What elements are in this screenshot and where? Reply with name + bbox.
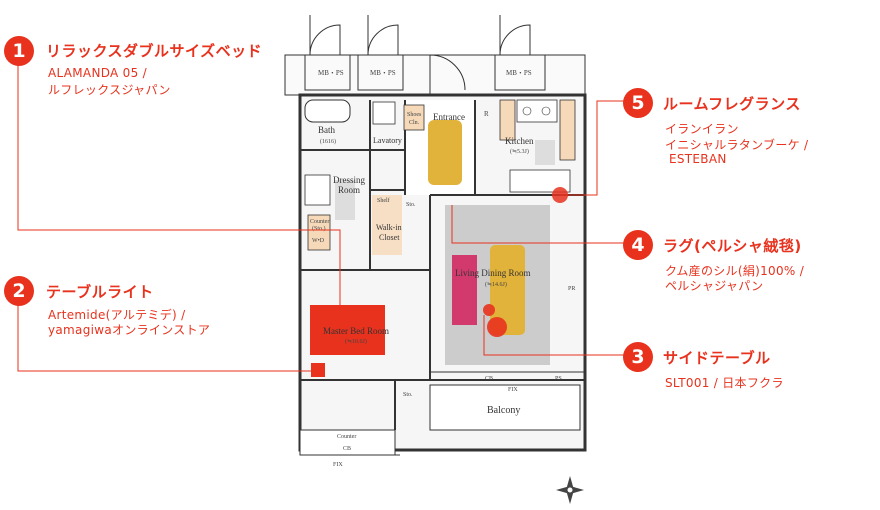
kitchen-counter-left <box>499 99 516 141</box>
cb-label-1: CB <box>485 376 493 382</box>
washer-counter <box>307 214 331 251</box>
callout-4-line-1: クム産のシル(絹)100% / <box>665 264 805 278</box>
callout-3-line-1: SLT001 / 日本フクラ <box>665 376 784 390</box>
lower-counter <box>299 429 396 456</box>
mbr-label: Master Bed Room <box>323 326 389 336</box>
callout-1-line-2: ルフレックスジャパン <box>48 83 171 97</box>
mbr-size: (≒10.6J) <box>345 338 367 345</box>
mbps-area <box>284 15 586 96</box>
fix-label-2: FIX <box>333 462 343 468</box>
mbps-label-2: MB・PS <box>370 69 396 77</box>
closet-label: Closet <box>379 233 400 242</box>
lavatory-label: Lavatory <box>373 136 402 145</box>
callout-5-number: 5 <box>623 88 653 118</box>
kitchen-label: Kitchen <box>505 136 534 146</box>
shoes-label: Shoes <box>407 112 422 118</box>
sto-label-1: Sto. <box>406 202 416 208</box>
callout-3-number: 3 <box>623 342 653 372</box>
dressing-label: Dressing <box>333 175 365 185</box>
table-light-marker <box>311 363 325 377</box>
bath-label: Bath <box>318 125 335 135</box>
r-label: R <box>484 110 489 118</box>
washstand <box>304 174 331 206</box>
balcony-area <box>429 384 581 431</box>
callout-4-number: 4 <box>623 230 653 260</box>
entrance-furniture <box>428 120 462 185</box>
wd-label: W•D <box>312 238 325 244</box>
walkin-closet-floor <box>372 195 402 255</box>
callout-5-line-3: ESTEBAN <box>669 152 727 166</box>
callout-5-line-1: イランイラン <box>665 122 739 136</box>
shelf-label: Shelf <box>377 197 390 204</box>
compass-rose-icon <box>556 476 584 504</box>
sink <box>372 101 396 125</box>
dining-table <box>490 245 525 335</box>
callout-1-title: リラックスダブルサイズベッド <box>46 42 263 60</box>
entrance-label: Entrance <box>433 112 465 122</box>
callout-3-title: サイドテーブル <box>663 349 771 367</box>
callout-2-line-2: yamagiwaオンラインストア <box>48 323 211 337</box>
sofa <box>452 255 477 325</box>
mbps-label-3: MB・PS <box>506 69 532 77</box>
burner-icon <box>541 106 551 116</box>
callout-2-line-1: Artemide(アルテミデ) / <box>48 308 186 322</box>
kitchen-stove <box>516 99 558 123</box>
callout-2-number: 2 <box>4 276 34 306</box>
callout-2-title: テーブルライト <box>46 283 154 301</box>
counter-label: Counter <box>310 219 329 225</box>
bed <box>310 305 385 355</box>
walkin-label: Walk-in <box>376 223 402 232</box>
pr-label: PR <box>568 286 575 292</box>
fix-label-1: FIX <box>508 387 518 393</box>
kitchen-island <box>509 169 571 193</box>
dressing-room-label: Room <box>338 185 360 195</box>
ldr-size: (≒14.6J) <box>485 281 507 288</box>
callout-5-line-2: イニシャルラタンブーケ / <box>665 138 809 152</box>
leader-lines <box>17 65 628 372</box>
side-table-marker-small <box>483 304 495 316</box>
burner-icon <box>522 106 532 116</box>
kitchen-floor-mat <box>535 140 555 165</box>
mbps-label-1: MB・PS <box>318 69 344 77</box>
shoes-cabinet <box>403 104 425 131</box>
cln-label: Cln. <box>409 120 420 126</box>
kitchen-size: (≒5.3J) <box>510 148 529 155</box>
ldr-label: Living Dining Room <box>455 268 531 278</box>
bath-size: (1616) <box>320 138 336 145</box>
sto-label-2: Sto. <box>403 392 413 398</box>
balcony-label: Balcony <box>487 405 520 416</box>
side-table-marker <box>487 317 507 337</box>
cb-label-2: CB <box>343 446 351 452</box>
callout-5-title: ルームフレグランス <box>663 95 801 113</box>
callout-1-number: 1 <box>4 36 34 66</box>
callout-4-title: ラグ(ペルシャ絨毯) <box>663 237 802 255</box>
callout-4-line-2: ペルシャジャパン <box>665 279 764 293</box>
ps-label: PS <box>555 376 562 382</box>
counter-sto-label: (Sto.) <box>312 225 326 232</box>
dressing-mat <box>335 180 355 220</box>
counter-label-2: Counter <box>337 434 356 440</box>
kitchen-counter-right <box>559 99 576 161</box>
bathtub <box>304 99 351 123</box>
callout-1-line-1: ALAMANDA 05 / <box>48 66 147 80</box>
entrance-door-arc <box>429 54 466 95</box>
